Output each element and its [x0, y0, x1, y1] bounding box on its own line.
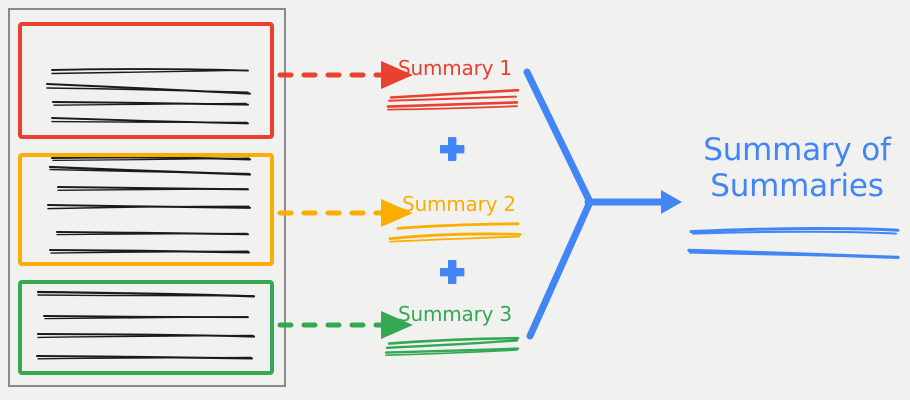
summary-3-scribble	[384, 336, 520, 356]
doc-block-red-border	[18, 22, 274, 139]
doc-block-red-lines	[46, 68, 252, 162]
summary-of-summaries-label: Summary of Summaries	[697, 132, 897, 204]
doc-block-green-lines	[35, 290, 256, 360]
source-documents-frame	[8, 8, 286, 387]
final-label-line-2: Summaries	[710, 167, 884, 204]
doc-block-orange-border	[18, 153, 274, 266]
plus-icon-2	[440, 260, 465, 284]
plus-icon-1	[440, 137, 465, 161]
final-output-scribble	[687, 227, 900, 259]
summary-2-label: Summary 2	[402, 192, 516, 216]
final-label-line-1: Summary of	[703, 132, 891, 168]
doc-block-green-border	[18, 280, 274, 375]
merge-arrowhead-icon	[661, 190, 682, 214]
summary-1-scribble	[386, 88, 520, 111]
summary-1-label: Summary 1	[398, 56, 512, 80]
merge-connector	[523, 68, 668, 340]
summary-3-label: Summary 3	[398, 302, 512, 326]
doc-block-orange-lines	[47, 165, 252, 254]
summary-2-scribble	[388, 222, 522, 243]
